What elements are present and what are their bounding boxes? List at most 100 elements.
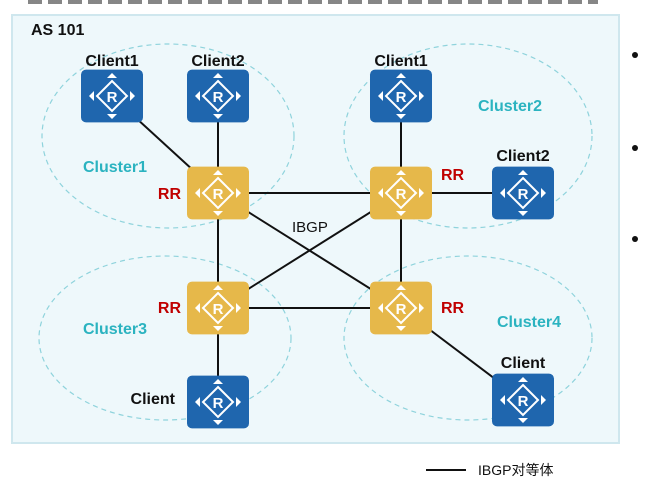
router-arrow-icon: [236, 91, 241, 101]
clusters-layer: [38, 43, 593, 421]
router-icon: [81, 69, 143, 123]
router-diamond-icon: [384, 176, 418, 210]
router-arrow-icon: [213, 420, 223, 425]
client-router-c2-client2: R Client2: [492, 148, 554, 220]
router-arrow-icon: [195, 303, 200, 313]
links-layer: [111, 95, 524, 402]
router-arrow-icon: [378, 91, 383, 101]
router-arrow-icon: [396, 285, 406, 290]
router-label: Client: [501, 355, 546, 372]
router-diamond-icon: [201, 176, 235, 210]
router-arrow-icon: [195, 91, 200, 101]
router-arrow-icon: [541, 395, 546, 405]
bullet-1: [632, 52, 638, 58]
router-arrow-icon: [213, 170, 223, 175]
router-label: Client2: [191, 53, 244, 70]
router-diamond-icon: [384, 291, 418, 325]
router-arrow-icon: [500, 188, 505, 198]
router-label: Client: [131, 391, 176, 408]
router-arrow-icon: [396, 170, 406, 175]
router-r-glyph: R: [396, 186, 407, 203]
route-reflector-rr1: RRR: [158, 166, 249, 220]
router-arrow-icon: [195, 188, 200, 198]
router-arrow-icon: [396, 211, 406, 216]
cluster-label-4: Cluster4: [497, 314, 561, 331]
router-arrow-icon: [213, 73, 223, 78]
router-r-glyph: R: [213, 395, 224, 412]
route-reflector-rr2: RRR: [370, 166, 465, 220]
router-arrow-icon: [396, 114, 406, 119]
as-label: AS 101: [31, 22, 85, 39]
ibgp-label: IBGP: [292, 219, 328, 236]
router-arrow-icon: [419, 91, 424, 101]
client-router-c1-client2: R Client2: [187, 53, 249, 123]
bullet-2: [632, 145, 638, 151]
router-arrow-icon: [107, 73, 117, 78]
router-arrow-icon: [213, 114, 223, 119]
route-reflector-rr3: RRR: [158, 281, 249, 335]
router-arrow-icon: [396, 326, 406, 331]
router-diamond-icon: [384, 79, 418, 113]
router-diamond-icon: [95, 79, 129, 113]
router-arrow-icon: [378, 188, 383, 198]
legend: IBGP对等体: [426, 460, 553, 480]
router-r-glyph: R: [518, 393, 529, 410]
router-label: RR: [158, 300, 182, 317]
router-arrow-icon: [236, 188, 241, 198]
router-arrow-icon: [130, 91, 135, 101]
router-label: Client1: [85, 53, 138, 70]
router-diamond-icon: [201, 291, 235, 325]
router-label: RR: [441, 167, 465, 184]
router-arrow-icon: [213, 326, 223, 331]
router-label: Client2: [496, 148, 549, 165]
router-arrow-icon: [213, 211, 223, 216]
router-arrow-icon: [419, 303, 424, 313]
client-router-c2-client1: R Client1: [370, 53, 432, 123]
router-arrow-icon: [378, 303, 383, 313]
cluster-ellipse-2: [343, 43, 593, 229]
router-r-glyph: R: [213, 301, 224, 318]
router-r-glyph: R: [213, 89, 224, 106]
router-arrow-icon: [195, 397, 200, 407]
router-arrow-icon: [396, 73, 406, 78]
router-icon: [370, 281, 432, 335]
router-arrow-icon: [213, 285, 223, 290]
router-label: Client1: [374, 53, 427, 70]
legend-text: IBGP对等体: [478, 462, 554, 478]
cluster-ellipse-4: [343, 255, 593, 421]
router-r-glyph: R: [213, 186, 224, 203]
router-icon: [370, 166, 432, 220]
router-r-glyph: R: [518, 186, 529, 203]
router-diamond-icon: [201, 385, 235, 419]
router-label: RR: [441, 300, 465, 317]
router-icon: [492, 166, 554, 220]
router-arrow-icon: [518, 211, 528, 216]
top-cropped-text: [0, 0, 655, 10]
router-icon: [187, 375, 249, 429]
router-arrow-icon: [236, 397, 241, 407]
router-diamond-icon: [506, 383, 540, 417]
router-arrow-icon: [419, 188, 424, 198]
client-router-c1-client1: R Client1: [81, 53, 143, 123]
router-arrow-icon: [518, 377, 528, 382]
router-arrow-icon: [107, 114, 117, 119]
cluster-ellipse-3: [38, 255, 292, 421]
router-icon: [187, 281, 249, 335]
router-arrow-icon: [236, 303, 241, 313]
router-icon: [187, 166, 249, 220]
router-arrow-icon: [518, 418, 528, 423]
router-diamond-icon: [201, 79, 235, 113]
router-icon: [492, 373, 554, 427]
cluster-ellipse-1: [41, 43, 295, 229]
router-icon: [370, 69, 432, 123]
cluster-label-1: Cluster1: [83, 159, 147, 176]
router-arrow-icon: [518, 170, 528, 175]
router-r-glyph: R: [396, 89, 407, 106]
router-r-glyph: R: [107, 89, 118, 106]
cluster-label-3: Cluster3: [83, 321, 147, 338]
router-label: RR: [158, 186, 182, 203]
bullet-3: [632, 236, 638, 242]
